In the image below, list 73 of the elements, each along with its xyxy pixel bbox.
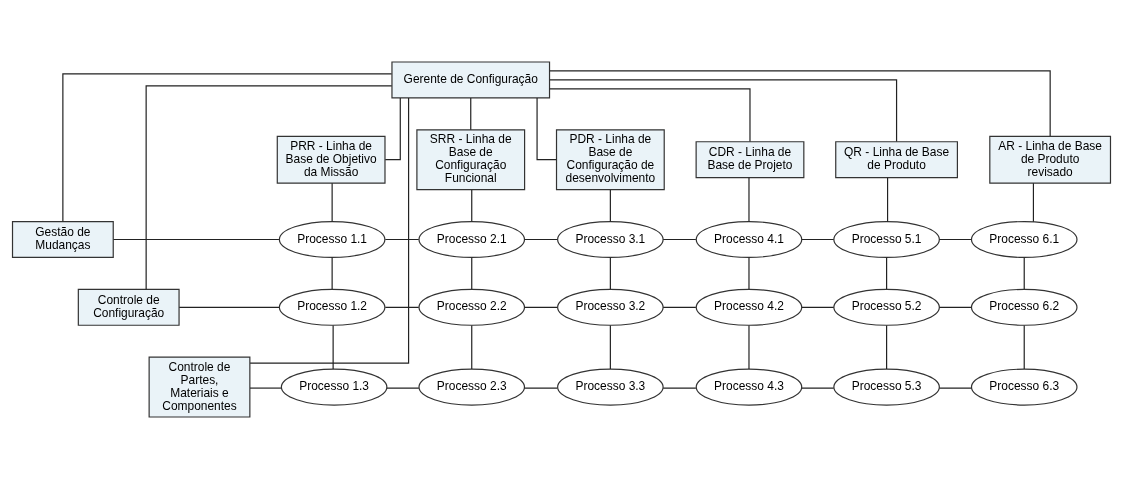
node-box: Controle de Configuração xyxy=(77,288,180,326)
node-box: AR - Linha de Base de Produto revisado xyxy=(989,135,1112,184)
connector xyxy=(938,238,972,241)
node-ellipse: Processo 4.2 xyxy=(695,288,803,326)
node-box: SRR - Linha de Base de Configuração Funcional xyxy=(416,129,526,191)
connector xyxy=(386,387,420,389)
connector xyxy=(112,238,280,241)
node-ellipse: Processo 4.3 xyxy=(695,368,803,406)
node-box: Gerente de Configuração xyxy=(391,61,551,99)
connector xyxy=(748,177,750,223)
node-ellipse: Processo 2.1 xyxy=(418,220,526,259)
connector xyxy=(886,257,888,290)
connector xyxy=(145,85,393,290)
connector xyxy=(801,238,835,241)
connector xyxy=(536,97,557,161)
connector xyxy=(938,387,972,389)
node-ellipse: Processo 3.1 xyxy=(557,220,664,259)
node-ellipse: Processo 5.1 xyxy=(833,220,940,259)
node-ellipse: Processo 1.3 xyxy=(280,368,388,406)
node-ellipse: Processo 3.3 xyxy=(557,368,664,406)
connector xyxy=(249,387,282,389)
node-ellipse: Processo 6.3 xyxy=(970,368,1078,406)
connector xyxy=(549,70,1051,137)
connector xyxy=(662,238,697,241)
connector xyxy=(801,306,835,308)
node-ellipse: Processo 4.1 xyxy=(695,220,803,259)
connector xyxy=(178,306,280,308)
connector xyxy=(249,97,410,364)
connector xyxy=(609,324,611,370)
node-ellipse: Processo 5.2 xyxy=(833,288,940,326)
connector xyxy=(523,306,558,308)
node-ellipse: Processo 5.3 xyxy=(833,368,940,406)
node-ellipse: Processo 3.2 xyxy=(557,288,664,326)
connector xyxy=(1023,324,1025,370)
connector xyxy=(609,189,611,222)
connector xyxy=(886,177,889,223)
node-box: PRR - Linha de Base de Objetivo da Missão xyxy=(276,135,386,184)
node-box: QR - Linha de Base de Produto xyxy=(835,141,958,179)
node-ellipse: Processo 6.2 xyxy=(970,288,1078,326)
connector xyxy=(748,257,750,290)
connector xyxy=(384,238,420,241)
connector xyxy=(549,79,898,143)
connector xyxy=(471,324,473,370)
connector xyxy=(662,306,697,308)
connector xyxy=(748,324,750,370)
node-ellipse: Processo 2.3 xyxy=(418,368,526,406)
connector xyxy=(801,387,835,389)
connector xyxy=(470,97,472,131)
connector xyxy=(609,257,611,290)
connector xyxy=(1023,257,1025,290)
node-ellipse: Processo 6.1 xyxy=(970,220,1078,259)
connector xyxy=(331,182,333,223)
connector xyxy=(523,387,558,389)
connector xyxy=(332,324,334,370)
node-box: PDR - Linha de Base de Configuração de desenvolvimento xyxy=(555,129,665,191)
connector xyxy=(938,306,972,308)
connector xyxy=(523,238,558,241)
node-box: Gestão de Mudanças xyxy=(11,220,114,259)
connector xyxy=(471,189,473,222)
node-ellipse: Processo 1.2 xyxy=(278,288,386,326)
connector xyxy=(1032,182,1034,223)
connector xyxy=(384,97,401,161)
node-ellipse: Processo 2.2 xyxy=(418,288,526,326)
connector xyxy=(886,324,888,370)
node-ellipse: Processo 1.1 xyxy=(278,220,386,259)
connector xyxy=(549,88,751,143)
connector xyxy=(384,306,420,308)
connector xyxy=(471,257,473,290)
connector xyxy=(331,257,333,290)
connector xyxy=(62,73,393,223)
node-box: CDR - Linha de Base de Projeto xyxy=(695,141,805,179)
node-box: Controle de Partes, Materiais e Componentes xyxy=(148,356,251,418)
connector xyxy=(662,387,697,389)
